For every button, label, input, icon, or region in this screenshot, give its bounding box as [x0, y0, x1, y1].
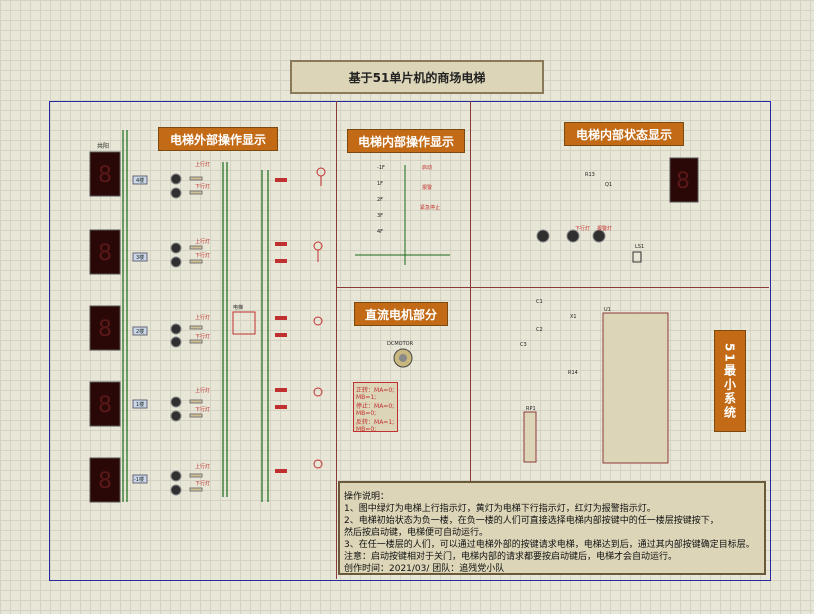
u1-label: U1: [604, 307, 611, 313]
section-mcu: 51最小系统: [714, 330, 746, 432]
floor-label-1: 1楼: [136, 401, 144, 408]
down-light-2: 下行灯: [195, 333, 210, 340]
info-line-2: 2、电梯初始状态为负一楼，在负一楼的人们可直接选择电梯内部按键中的任一楼层按键按…: [344, 516, 719, 526]
inner-btn-start: 启动: [422, 164, 432, 171]
dc-motor-symbol: DCMOTOR: [387, 341, 414, 368]
motor-state-forward: 正转：MA=0;MB=1;: [356, 387, 395, 401]
elevator-label: 电梯: [233, 304, 243, 311]
c3-label: C3: [520, 342, 527, 348]
c1-label: C1: [536, 299, 543, 305]
svg-text:8: 8: [98, 241, 112, 266]
floor-row-1: 8 1楼 上行灯 下行灯: [89, 381, 323, 427]
inner-btn-alarm: 报警: [422, 184, 432, 191]
schematic-frame: [49, 101, 771, 581]
divider-v1: [336, 101, 337, 579]
info-line-1: 1、图中绿灯为电梯上行指示灯，黄灯为电梯下行指示灯，红灯为报警指示灯。: [344, 504, 656, 514]
floor-label-3: 3楼: [136, 254, 144, 261]
inner-btn-2: 2F: [377, 197, 383, 203]
svg-text:8: 8: [98, 163, 112, 188]
inner-status-schematic: R13 Q1 8 下行灯 报警灯 LS1: [536, 157, 699, 263]
floor-label-2: 2楼: [136, 328, 144, 335]
common-anode-label: 共阳: [97, 142, 109, 150]
rp1-label: RP1: [526, 406, 536, 412]
info-line-0: 操作说明：: [344, 492, 390, 502]
outer-ops-schematic: 共阳 8 4楼 上行灯 下行灯 8 3楼 上行灯 下行灯: [89, 130, 326, 503]
floor-label-minus1: -1楼: [134, 476, 144, 483]
dcmotor-label: DCMOTOR: [387, 341, 414, 347]
inner-btn-estop: 紧急停止: [420, 204, 440, 211]
section-outer-ops: 电梯外部操作显示: [158, 127, 278, 151]
q1-label: Q1: [605, 182, 612, 188]
inner-ops-schematic: -1F 1F 2F 3F 4F 启动 报警 紧急停止: [355, 164, 450, 265]
svg-text:8: 8: [98, 469, 112, 494]
up-light-1: 上行灯: [195, 387, 210, 394]
svg-text:8: 8: [676, 169, 690, 194]
r14-label: R14: [568, 370, 578, 376]
info-line-4: 3、在任一楼层的人们，可以通过电梯外部的按键请求电梯，电梯达到后，通过其内部按键…: [344, 540, 755, 550]
info-line-3: 然后按启动键，电梯便可自动运行。: [344, 528, 489, 538]
mcu-schematic: U1 C1 C2 C3 X1 R14 RP1: [520, 299, 669, 464]
divider-v2: [470, 101, 471, 481]
section-inner-ops: 电梯内部操作显示: [347, 129, 465, 153]
up-light-4: 上行灯: [195, 161, 210, 168]
svg-text:8: 8: [98, 317, 112, 342]
floor-row-minus1: 8 -1楼 上行灯 下行灯: [89, 457, 323, 503]
down-light-3: 下行灯: [195, 252, 210, 259]
inner-btn-4: 4F: [377, 229, 383, 235]
x1-label: X1: [570, 314, 577, 320]
inner-btn-3: 3F: [377, 213, 383, 219]
down-light-minus1: 下行灯: [195, 480, 210, 487]
motor-state-stop: 停止：MA=0;MB=0;: [356, 403, 395, 417]
floor-label-4: 4楼: [136, 177, 144, 184]
motor-state-reverse: 反转：MA=1;MB=0;: [356, 419, 395, 433]
ls1-label: LS1: [635, 244, 644, 250]
section-dc-motor: 直流电机部分: [354, 302, 448, 326]
up-light-3: 上行灯: [195, 238, 210, 245]
down-light-1: 下行灯: [195, 406, 210, 413]
status-down-light: 下行灯: [575, 225, 590, 232]
down-light-4: 下行灯: [195, 183, 210, 190]
info-line-5: 注意：启动按键相对于关门，电梯内部的请求都要按启动键后，电梯才会自动运行。: [344, 552, 678, 562]
inner-btn-minus1: -1F: [377, 165, 385, 171]
inner-btn-1: 1F: [377, 181, 383, 187]
r13-label: R13: [585, 172, 595, 178]
up-light-minus1: 上行灯: [195, 463, 210, 470]
info-line-6: 创作时间：2021/03/ 团队：追残党小队: [344, 564, 505, 574]
floor-row-2: 8 2楼 上行灯 下行灯 电梯: [89, 304, 323, 351]
motor-state-table: 正转：MA=0;MB=1; 停止：MA=0;MB=0; 反转：MA=1;MB=0…: [353, 382, 398, 433]
c2-label: C2: [536, 327, 543, 333]
divider-h1: [336, 287, 769, 288]
floor-row-4: 8 4楼 上行灯 下行灯: [89, 151, 326, 199]
svg-text:8: 8: [98, 393, 112, 418]
floor-row-3: 8 3楼 上行灯 下行灯: [89, 229, 323, 275]
page-title: 基于51单片机的商场电梯: [290, 60, 544, 94]
section-inner-status: 电梯内部状态显示: [564, 122, 684, 146]
up-light-2: 上行灯: [195, 314, 210, 321]
instructions-panel: 操作说明： 1、图中绿灯为电梯上行指示灯，黄灯为电梯下行指示灯，红灯为报警指示灯…: [338, 481, 766, 575]
status-alarm-light: 报警灯: [597, 225, 612, 232]
